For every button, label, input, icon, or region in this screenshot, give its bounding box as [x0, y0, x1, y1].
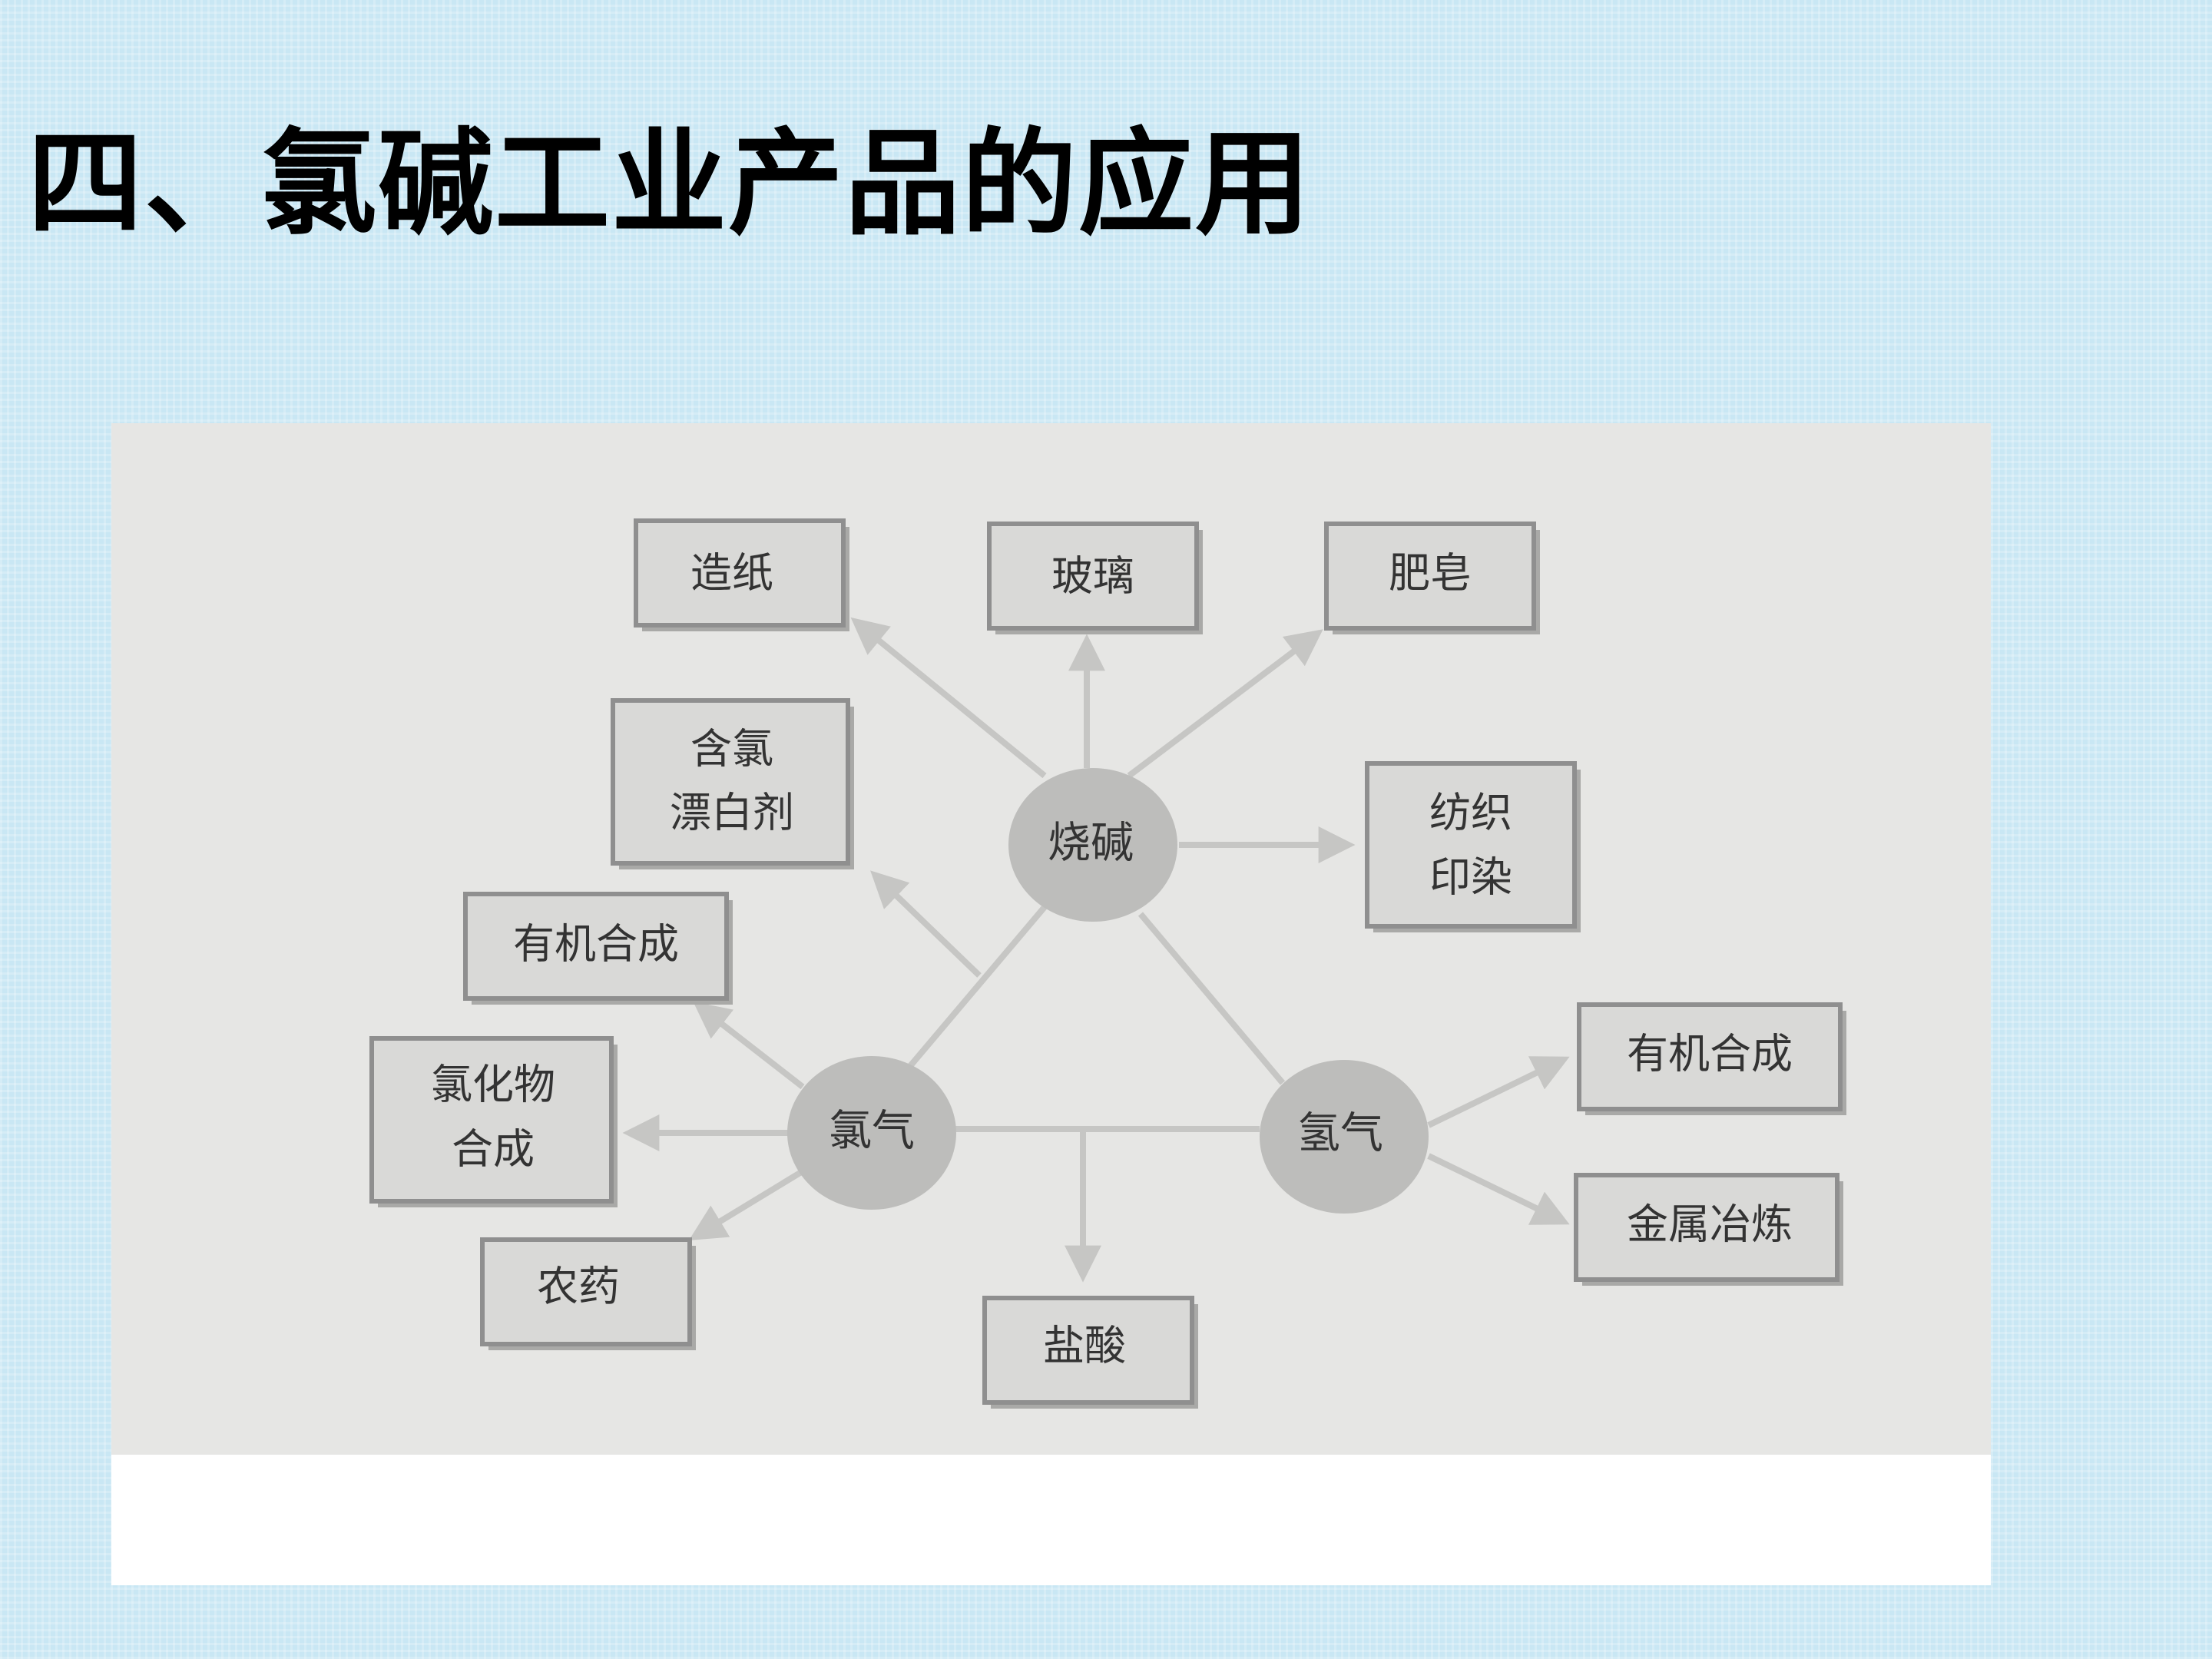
arrow-to-pesticide [688, 1168, 805, 1240]
slide-title: 四、氯碱工业产品的应用 [28, 118, 1313, 251]
box-textile-line2: 印染 [1429, 853, 1512, 902]
box-soap: 肥皂 [1324, 522, 1540, 634]
box-textile: 纺织 印染 [1365, 761, 1581, 932]
arrow-to-organic-right [1427, 1056, 1570, 1128]
arrow-to-bleach [870, 870, 982, 978]
box-organic-left: 有机合成 [463, 892, 733, 1005]
node-caustic-soda-label: 烧碱 [1048, 819, 1134, 869]
node-chlorine: 氯气 [787, 1056, 956, 1210]
node-hydrogen: 氢气 [1260, 1060, 1429, 1214]
arrow-to-metal-smelting [1427, 1153, 1570, 1225]
box-bleach-line2: 漂白剂 [670, 789, 794, 837]
node-chlorine-label: 氯气 [829, 1107, 915, 1157]
box-bleach-line1: 含氯 [690, 725, 773, 773]
box-pesticide-label: 农药 [537, 1263, 620, 1311]
box-glass-label: 玻璃 [1051, 552, 1134, 601]
box-hydrochloric-acid-label: 盐酸 [1043, 1322, 1126, 1370]
arrow-to-soap [1127, 629, 1323, 779]
box-glass: 玻璃 [987, 522, 1203, 634]
link-caustic-chlorine [907, 900, 1051, 1068]
box-bleach: 含氯 漂白剂 [611, 698, 854, 869]
box-paper: 造纸 [634, 518, 849, 631]
box-metal-smelting-label: 金属冶炼 [1627, 1200, 1793, 1249]
box-pesticide: 农药 [480, 1237, 696, 1350]
box-chloride-line2: 合成 [452, 1125, 535, 1174]
box-organic-right-label: 有机合成 [1627, 1030, 1793, 1078]
box-textile-line1: 纺织 [1429, 789, 1512, 837]
node-hydrogen-label: 氢气 [1297, 1109, 1383, 1159]
arrow-to-organic-left [693, 1002, 805, 1090]
box-chloride-line1: 氯化物 [431, 1061, 555, 1109]
box-metal-smelting: 金属冶炼 [1574, 1173, 1843, 1286]
box-hydrochloric-acid: 盐酸 [982, 1296, 1198, 1409]
box-organic-left-label: 有机合成 [513, 920, 679, 969]
box-chloride: 氯化物 合成 [369, 1036, 618, 1207]
box-organic-right: 有机合成 [1577, 1002, 1846, 1115]
node-caustic-soda: 烧碱 [1008, 768, 1177, 922]
arrow-to-paper [850, 617, 1047, 779]
link-caustic-hydrogen [1137, 912, 1286, 1085]
box-soap-label: 肥皂 [1389, 549, 1472, 598]
box-paper-label: 造纸 [690, 549, 773, 598]
